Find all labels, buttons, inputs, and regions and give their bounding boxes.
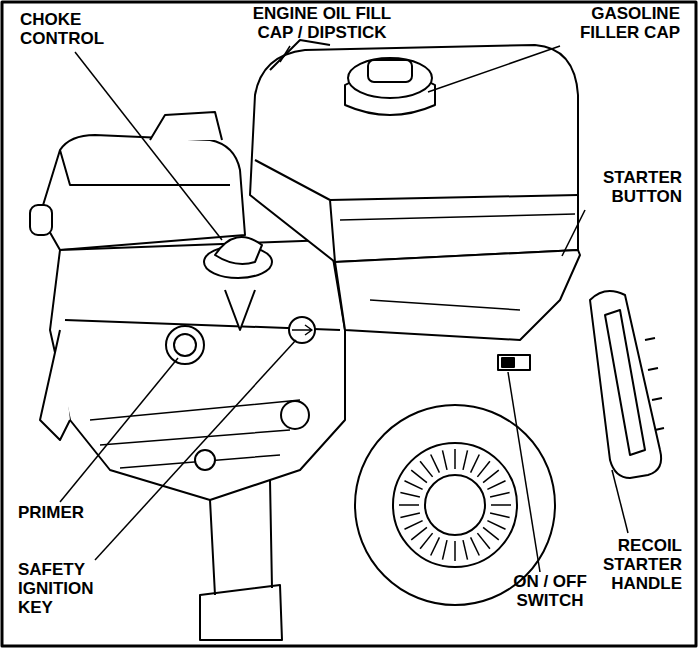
grill-slot bbox=[487, 521, 505, 530]
recoil-handle bbox=[590, 291, 661, 478]
primer-button bbox=[174, 334, 196, 356]
part-label: ON / OFF SWITCH bbox=[505, 572, 595, 610]
ignition-key bbox=[289, 317, 315, 343]
fuel-tank bbox=[250, 45, 578, 262]
leader-line bbox=[428, 46, 560, 92]
grill-slot bbox=[411, 470, 427, 483]
grill-slot bbox=[463, 540, 468, 560]
recoil-hub bbox=[425, 475, 485, 535]
tank-band bbox=[340, 214, 575, 220]
grill-slot bbox=[454, 541, 456, 561]
grill-slot bbox=[431, 537, 440, 555]
air-cleaner-edge bbox=[60, 150, 230, 185]
handle-opening bbox=[605, 310, 645, 455]
part-label: SAFETY IGNITION KEY bbox=[18, 560, 110, 617]
part-label: RECOIL STARTER HANDLE bbox=[592, 536, 682, 593]
leader-line bbox=[508, 372, 540, 572]
starter-mount bbox=[335, 250, 580, 340]
gas-cap-grip bbox=[368, 60, 412, 82]
grill-slot bbox=[399, 504, 419, 506]
grill-slot bbox=[405, 481, 423, 490]
grill-slot bbox=[491, 504, 511, 506]
grill-slot bbox=[420, 461, 433, 477]
grill-slot bbox=[431, 455, 440, 473]
grill-slot bbox=[400, 493, 420, 498]
grill-slot bbox=[405, 521, 423, 530]
tank-edge bbox=[255, 160, 578, 262]
part-label: GASOLINE FILLER CAP bbox=[565, 4, 680, 42]
side-cover bbox=[40, 330, 70, 440]
switch-rocker bbox=[502, 358, 514, 367]
base-edge bbox=[210, 480, 272, 595]
key-arrow bbox=[292, 325, 312, 335]
grill-slot bbox=[443, 450, 448, 470]
grill-slot bbox=[483, 470, 499, 483]
leader-line bbox=[562, 210, 585, 256]
grill-slot bbox=[400, 513, 420, 518]
on-off-switch bbox=[498, 355, 530, 370]
bracket bbox=[150, 112, 222, 140]
grill-slot bbox=[477, 461, 490, 477]
grill-slots bbox=[399, 449, 511, 561]
oil-fill-tube bbox=[270, 40, 330, 70]
air-cleaner bbox=[40, 135, 245, 250]
grill-slot bbox=[483, 527, 499, 540]
grill-slot bbox=[411, 527, 427, 540]
engine-base bbox=[200, 585, 282, 640]
grill-slot bbox=[463, 450, 468, 470]
gas-cap bbox=[348, 58, 432, 98]
leader-line bbox=[612, 470, 628, 533]
part-label: CHOKE CONTROL bbox=[20, 10, 115, 48]
part-label: ENGINE OIL FILL CAP / DIPSTICK bbox=[222, 4, 422, 42]
grill-slot bbox=[487, 481, 505, 490]
grill-slot bbox=[490, 493, 510, 498]
leader-line bbox=[95, 340, 296, 560]
grill-slot bbox=[471, 537, 480, 555]
bolt bbox=[195, 450, 215, 470]
grill-slot bbox=[471, 455, 480, 473]
leader-lines bbox=[60, 46, 628, 572]
mount-edge bbox=[370, 300, 520, 310]
grill-slot bbox=[420, 533, 433, 549]
grill-slot bbox=[490, 513, 510, 518]
part-label: PRIMER bbox=[18, 503, 118, 522]
part-label: STARTER BUTTON bbox=[585, 168, 682, 206]
recoil-grill bbox=[393, 443, 517, 567]
leader-line bbox=[60, 358, 178, 502]
choke-knob bbox=[215, 237, 262, 264]
grill-slot bbox=[454, 449, 456, 469]
grill-slot bbox=[477, 533, 490, 549]
primer bbox=[166, 326, 204, 364]
choke-stem bbox=[225, 290, 255, 330]
leader-line bbox=[280, 46, 290, 62]
fuel-nipple bbox=[30, 205, 52, 235]
grill-slot bbox=[443, 540, 448, 560]
handle-grip bbox=[645, 338, 664, 430]
leader-line bbox=[75, 52, 222, 240]
bolt bbox=[281, 401, 309, 429]
